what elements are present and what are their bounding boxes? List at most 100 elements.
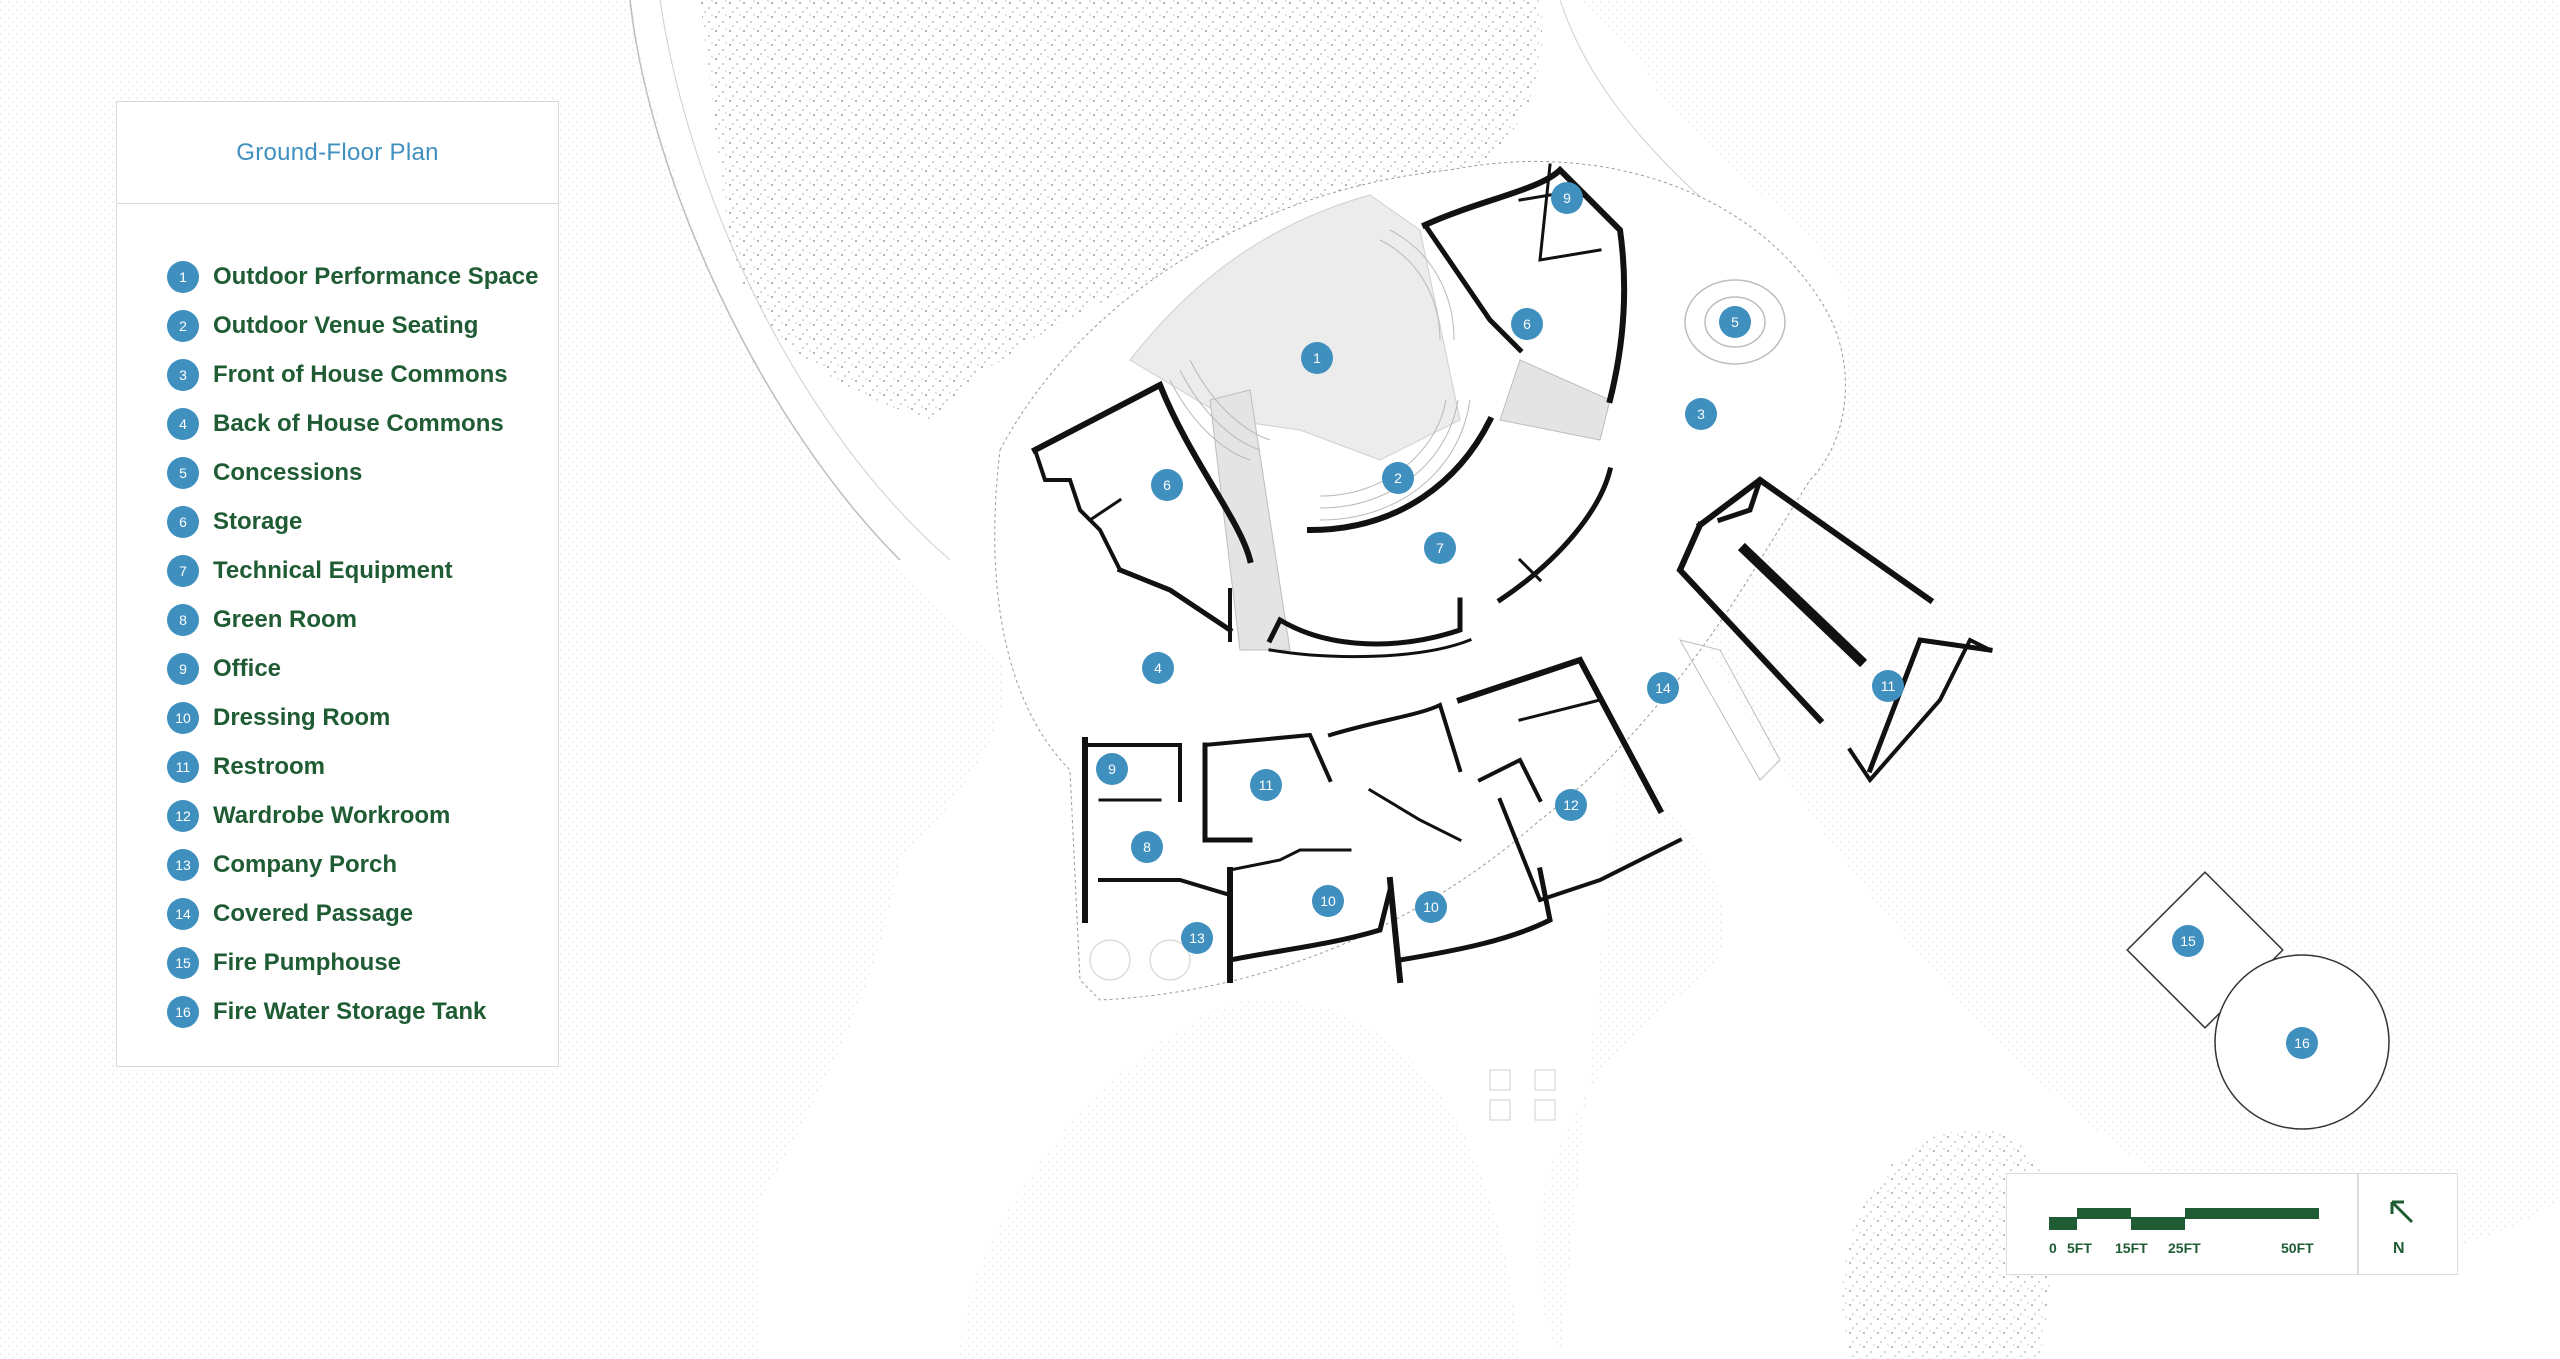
legend-label: Fire Water Storage Tank xyxy=(213,997,487,1025)
legend-number-badge: 2 xyxy=(167,309,199,342)
map-marker-circle xyxy=(1382,462,1414,494)
map-marker: 1 xyxy=(1301,342,1333,374)
legend-number-badge: 14 xyxy=(167,897,199,930)
scale-panel: 0 5FT 15FT 25FT 50FT N xyxy=(2006,1173,2458,1275)
map-marker-circle xyxy=(1250,769,1282,801)
scale-bar xyxy=(2049,1208,2319,1230)
map-marker-circle xyxy=(2172,925,2204,957)
scale-label-15ft: 15FT xyxy=(2115,1240,2148,1256)
map-marker-label: 5 xyxy=(1731,314,1739,330)
map-marker-label: 11 xyxy=(1881,678,1896,694)
map-marker-circle xyxy=(1181,922,1213,954)
legend-item: 4 Back of House Commons xyxy=(117,399,558,448)
map-marker-label: 10 xyxy=(1423,899,1439,915)
map-marker-circle xyxy=(1647,672,1679,704)
map-marker: 7 xyxy=(1424,532,1456,564)
map-marker-label: 8 xyxy=(1143,839,1151,855)
legend-number-badge: 5 xyxy=(167,456,199,489)
map-marker: 8 xyxy=(1131,831,1163,863)
legend-label: Outdoor Performance Space xyxy=(213,262,539,290)
legend-item: 2 Outdoor Venue Seating xyxy=(117,301,558,350)
legend-item: 8 Green Room xyxy=(117,595,558,644)
map-marker-circle xyxy=(1131,831,1163,863)
map-marker: 12 xyxy=(1555,789,1587,821)
map-marker-circle xyxy=(1551,182,1583,214)
map-marker-label: 3 xyxy=(1697,406,1705,422)
map-marker-circle xyxy=(1424,532,1456,564)
map-marker-circle xyxy=(2286,1027,2318,1059)
walls xyxy=(1030,163,1993,984)
legend-number-badge: 13 xyxy=(167,848,199,881)
legend-number-badge: 11 xyxy=(167,750,199,783)
covered-passage xyxy=(1678,639,1781,781)
legend-label: Back of House Commons xyxy=(213,409,504,437)
map-marker: 9 xyxy=(1096,753,1128,785)
legend-number-badge: 12 xyxy=(167,799,199,832)
legend-label: Company Porch xyxy=(213,850,398,878)
legend-label: Concessions xyxy=(213,458,363,486)
north-label: N xyxy=(2393,1240,2405,1257)
map-marker: 16 xyxy=(2286,1027,2318,1059)
map-marker: 3 xyxy=(1685,398,1717,430)
map-marker: 11 xyxy=(1250,769,1282,801)
map-marker-label: 12 xyxy=(1563,797,1579,813)
map-marker: 11 xyxy=(1872,670,1904,702)
map-marker-label: 9 xyxy=(1108,761,1116,777)
map-marker: 10 xyxy=(1415,891,1447,923)
scale-label-0: 0 xyxy=(2049,1240,2057,1256)
map-marker-label: 16 xyxy=(2294,1035,2310,1051)
map-marker-circle xyxy=(1719,306,1751,338)
legend-title: Ground-Floor Plan xyxy=(117,102,558,204)
map-marker: 10 xyxy=(1312,885,1344,917)
legend-number-badge: 7 xyxy=(167,554,199,587)
map-marker-circle xyxy=(1301,342,1333,374)
map-marker-circle xyxy=(1151,469,1183,501)
map-marker: 14 xyxy=(1647,672,1679,704)
legend-label: Storage xyxy=(213,507,303,535)
map-marker-circle xyxy=(1555,789,1587,821)
legend-number-badge: 9 xyxy=(167,652,199,685)
legend-label: Green Room xyxy=(213,605,358,633)
legend-item: 13 Company Porch xyxy=(117,840,558,889)
map-marker-label: 4 xyxy=(1154,660,1162,676)
map-marker: 2 xyxy=(1382,462,1414,494)
map-marker: 4 xyxy=(1142,652,1174,684)
concessions-booth xyxy=(1684,279,1786,365)
legend-label: Technical Equipment xyxy=(213,556,453,584)
legend-item: 15 Fire Pumphouse xyxy=(117,938,558,987)
legend-label: Outdoor Venue Seating xyxy=(213,311,479,339)
map-marker-circle xyxy=(1312,885,1344,917)
map-marker-circle xyxy=(1511,308,1543,340)
legend-label: Covered Passage xyxy=(213,899,414,927)
north-arrow-icon xyxy=(2390,1200,2414,1224)
map-marker-label: 13 xyxy=(1189,930,1205,946)
legend-label: Wardrobe Workroom xyxy=(213,801,451,829)
map-marker-label: 2 xyxy=(1394,470,1402,486)
map-marker-circle xyxy=(1872,670,1904,702)
map-marker: 9 xyxy=(1551,182,1583,214)
legend-number-badge: 8 xyxy=(167,603,199,636)
map-marker-circle xyxy=(1096,753,1128,785)
scale-divider xyxy=(2357,1174,2359,1274)
map-marker-label: 6 xyxy=(1163,477,1171,493)
legend-number-badge: 15 xyxy=(167,946,199,979)
map-marker-label: 10 xyxy=(1320,893,1336,909)
map-marker: 5 xyxy=(1719,306,1751,338)
legend-number-badge: 3 xyxy=(167,358,199,391)
map-marker: 6 xyxy=(1151,469,1183,501)
legend-label: Front of House Commons xyxy=(213,360,508,388)
legend-item: 14 Covered Passage xyxy=(117,889,558,938)
map-marker-circle xyxy=(1685,398,1717,430)
legend-label: Fire Pumphouse xyxy=(213,948,402,976)
map-marker-circle xyxy=(1142,652,1174,684)
performance-plaza xyxy=(1129,194,1461,461)
legend-number-badge: 4 xyxy=(167,407,199,440)
map-marker-label: 11 xyxy=(1259,777,1274,793)
